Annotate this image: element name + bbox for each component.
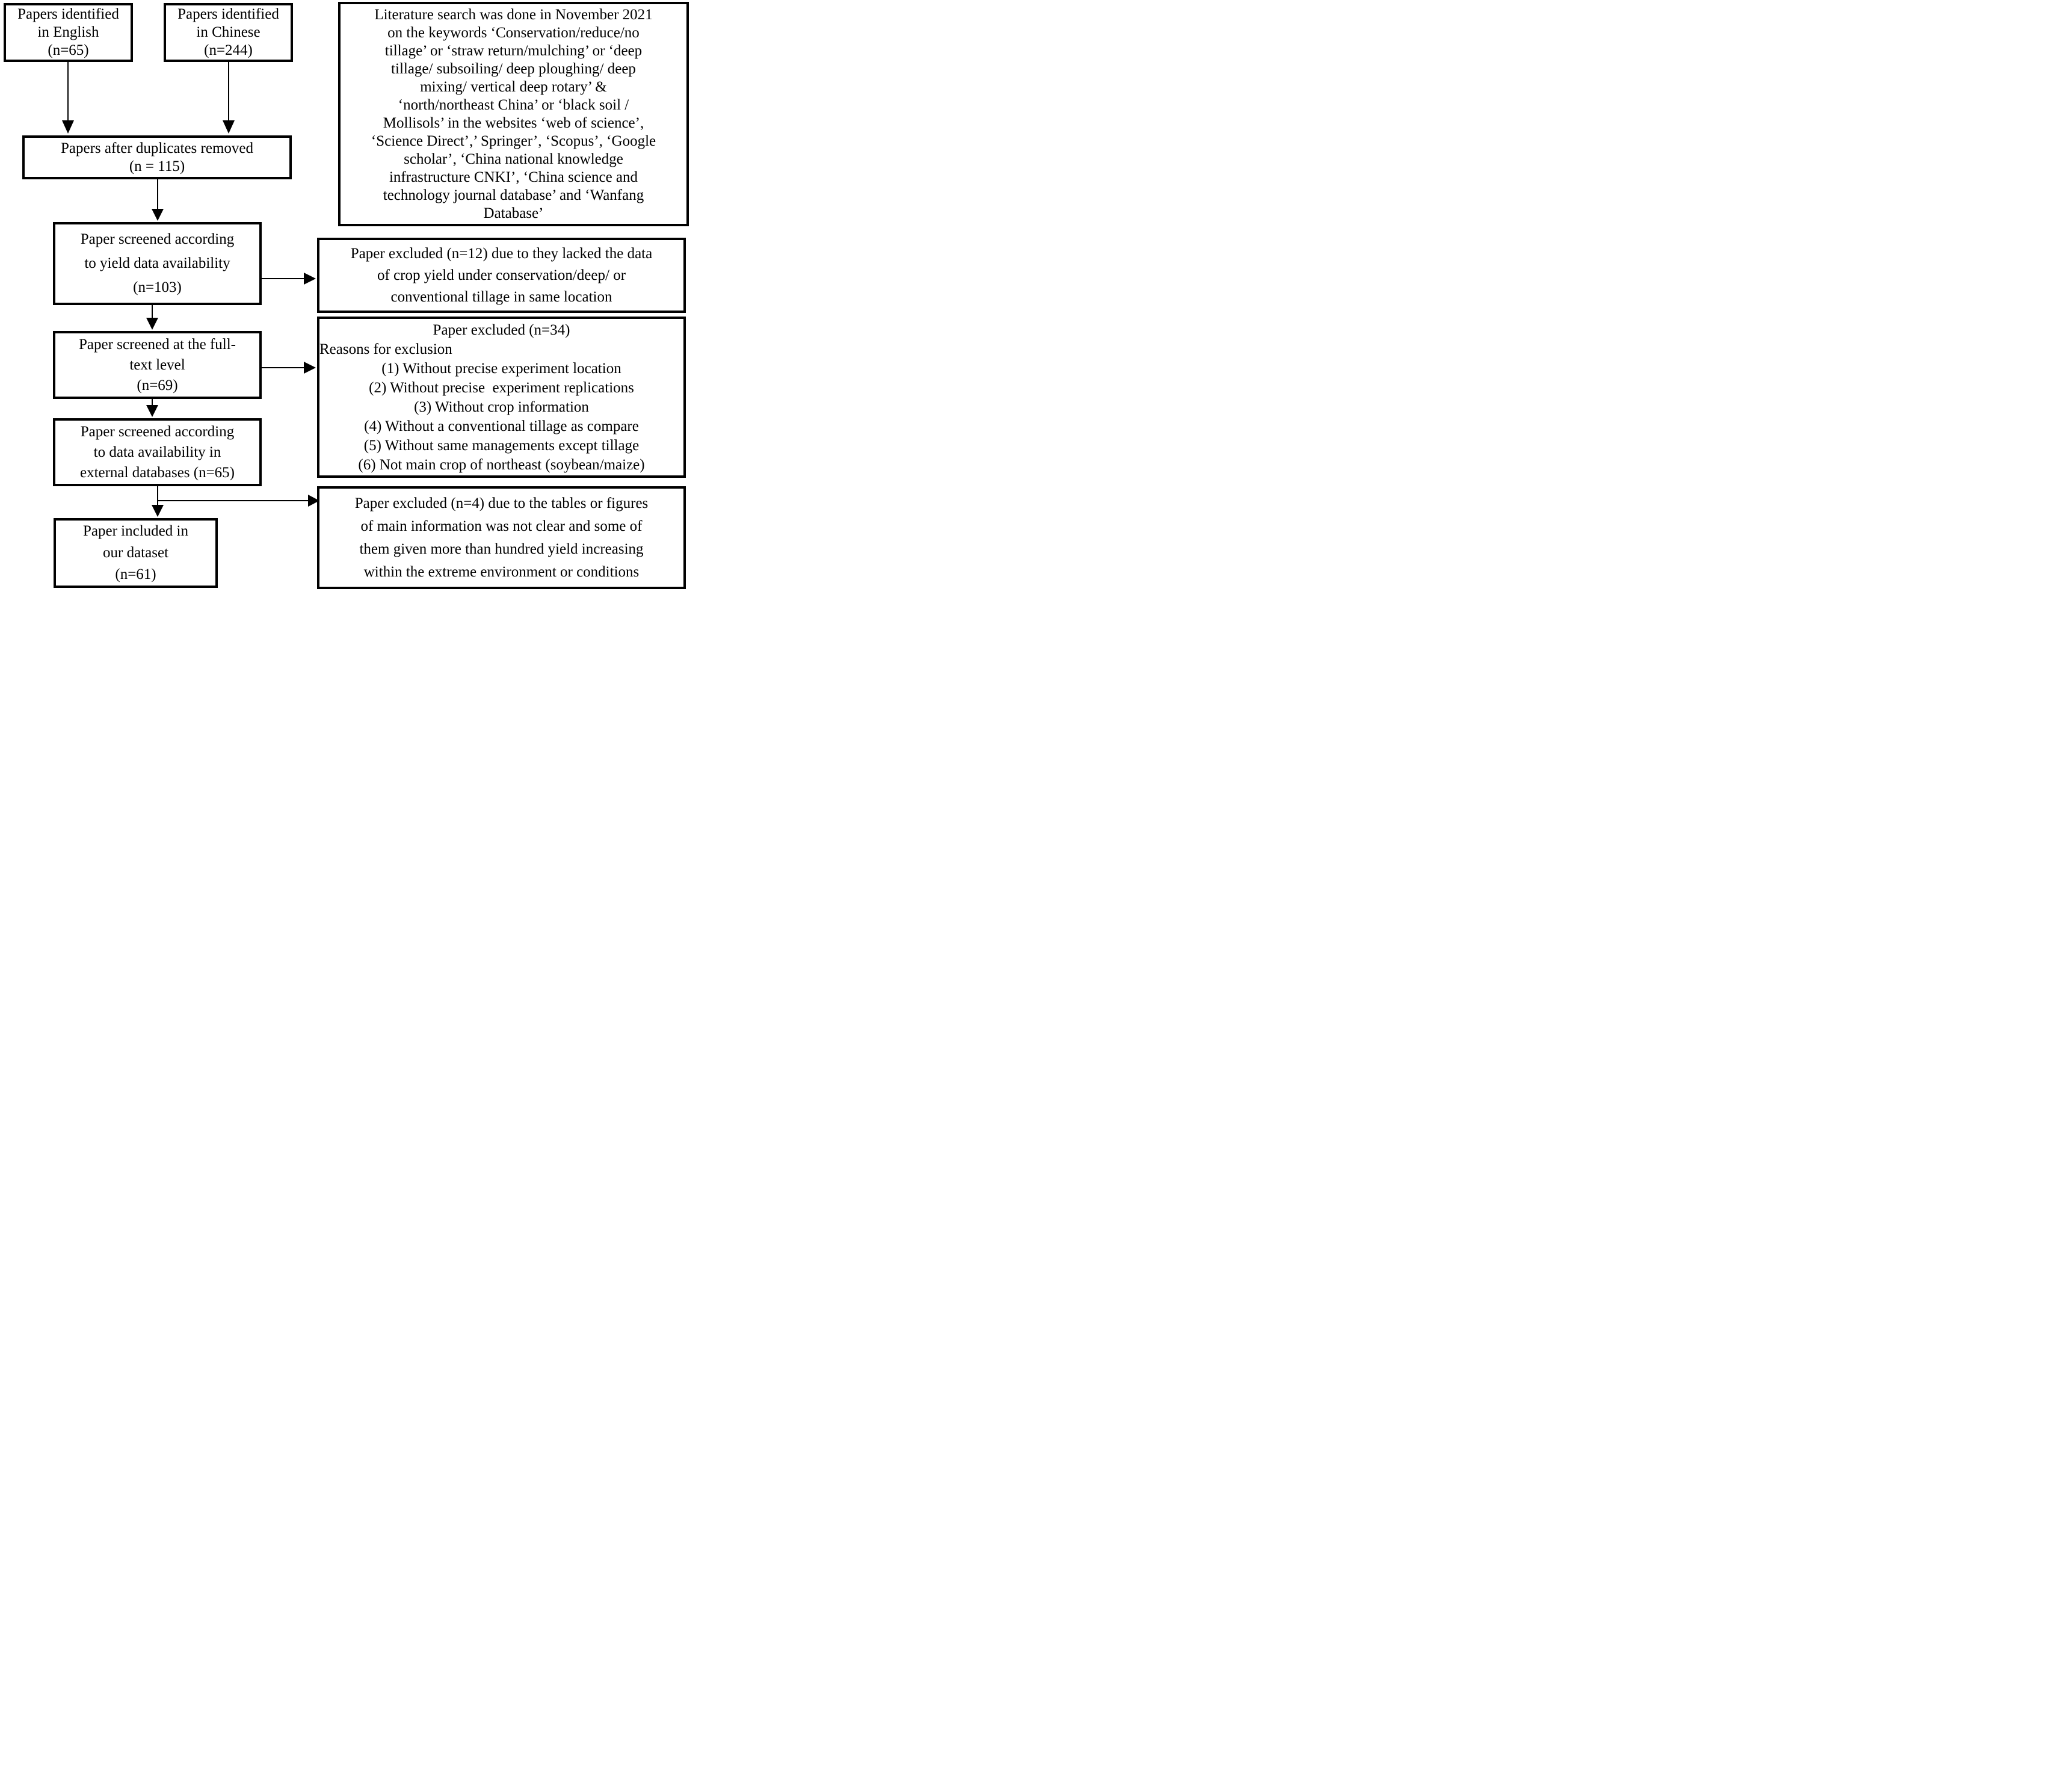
excluded-fulltext-title: Paper excluded (n=34): [433, 322, 570, 338]
node-excluded-unclear-tables: Paper excluded (n=4) due to the tables o…: [317, 486, 686, 589]
list-item: (6) Not main crop of northeast (soybean/…: [358, 457, 645, 473]
node-papers-identified-chinese: Papers identified in Chinese (n=244): [164, 3, 293, 62]
node-literature-search-note: Literature search was done in November 2…: [338, 2, 689, 226]
node-screened-external-databases: Paper screened according to data availab…: [53, 418, 262, 486]
arrow-fulltext-screen-to-excluded-fulltext: [262, 362, 316, 374]
node-excluded-fulltext-reasons: Paper excluded (n=34) Reasons for exclus…: [317, 317, 686, 478]
node-included-in-dataset: Paper included in our dataset (n=61): [54, 518, 218, 588]
list-item: (4) Without a conventional tillage as co…: [364, 418, 639, 434]
arrow-branch-to-excluded-external: [158, 495, 319, 507]
arrow-yield-screen-to-excluded-yield: [262, 273, 316, 285]
node-screened-yield-data: Paper screened according to yield data a…: [53, 222, 262, 305]
arrow-chinese-to-duplicates: [223, 62, 235, 134]
list-item: (3) Without crop information: [414, 399, 589, 415]
list-item: (1) Without precise experiment location: [381, 360, 621, 377]
node-screened-fulltext: Paper screened at the full- text level (…: [53, 331, 262, 399]
node-papers-identified-english: Papers identified in English (n=65): [4, 3, 133, 62]
flowchart-canvas: Papers identified in English (n=65) Pape…: [0, 0, 691, 592]
arrow-fulltext-screen-to-external-screen: [146, 399, 158, 417]
node-excluded-no-yield-data: Paper excluded (n=12) due to they lacked…: [317, 238, 686, 313]
arrow-yield-screen-to-fulltext-screen: [146, 305, 158, 330]
list-item: (5) Without same managements except till…: [363, 437, 640, 454]
list-item: (2) Without precise experiment replicati…: [369, 380, 634, 396]
arrow-external-screen-to-included: [152, 486, 164, 517]
excluded-fulltext-reasons-label: Reasons for exclusion: [319, 341, 452, 357]
arrow-duplicates-to-yield-screen: [152, 179, 164, 221]
arrow-english-to-duplicates: [62, 62, 74, 134]
node-duplicates-removed: Papers after duplicates removed (n = 115…: [22, 135, 292, 179]
excluded-fulltext-reasons-list: (1) Without precise experiment location (…: [319, 359, 683, 475]
